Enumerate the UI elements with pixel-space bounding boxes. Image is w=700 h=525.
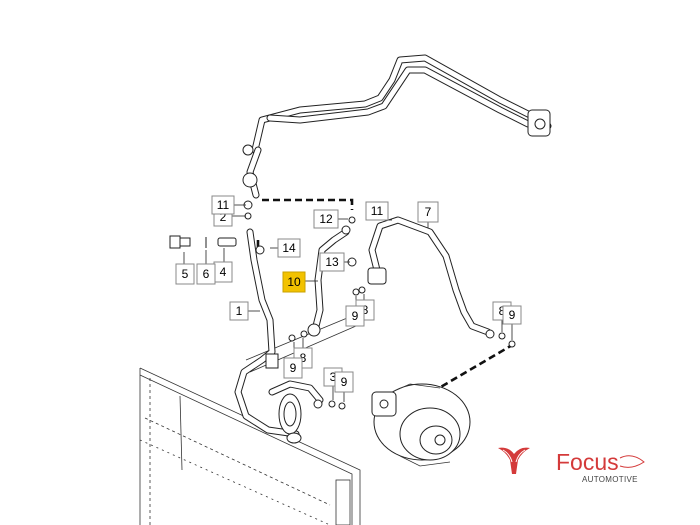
- callout-label: 4: [220, 265, 227, 279]
- callout-9d: 9: [334, 371, 354, 393]
- callout-label: 8: [300, 351, 307, 365]
- callout-label: 9: [341, 375, 348, 389]
- callout-9a: 9: [345, 305, 365, 327]
- callout-9b: 9: [283, 357, 303, 379]
- callout-7: 7: [417, 201, 439, 223]
- callout-10: 10: [282, 271, 306, 293]
- callout-label: 7: [425, 205, 432, 219]
- callout-label: 11: [217, 198, 230, 212]
- callout-label: 9: [352, 309, 359, 323]
- callout-1: 1: [229, 301, 249, 321]
- callout-9c: 9: [502, 305, 522, 325]
- callout-4: 4: [213, 261, 233, 283]
- lower-tube: [268, 380, 324, 444]
- callout-label: 9: [509, 308, 516, 322]
- callout-label: 10: [287, 275, 301, 289]
- upper-pipe: [242, 54, 552, 199]
- callout-13: 13: [319, 252, 345, 272]
- callout-14: 14: [277, 238, 301, 258]
- logo-mark-icon: [498, 447, 530, 474]
- callout-label: 12: [319, 212, 333, 226]
- callout-label: 11: [371, 204, 384, 218]
- fittings: [169, 200, 516, 410]
- hose-7: [367, 216, 495, 339]
- callout-12: 12: [313, 209, 339, 229]
- callout-label: 8: [362, 303, 369, 317]
- condenser: [139, 315, 361, 525]
- focus-automotive-logo: Focus AUTOMOTIVE: [498, 447, 645, 484]
- callout-11a: 11: [211, 195, 235, 215]
- callout-label: 3: [330, 370, 337, 384]
- callout-label: 14: [282, 241, 296, 255]
- hose-1: [234, 228, 300, 438]
- callout-11b: 11: [365, 201, 389, 221]
- callout-5: 5: [175, 263, 195, 285]
- callout-label: 2: [220, 210, 227, 224]
- callout-6: 6: [196, 263, 216, 285]
- callout-label: 6: [203, 267, 210, 281]
- logo-swoosh-icon: [619, 455, 645, 468]
- callout-label: 1: [236, 304, 243, 318]
- logo-brand-text: Focus: [556, 449, 619, 475]
- logo-subtitle: AUTOMOTIVE: [582, 475, 638, 484]
- callout-label: 13: [325, 255, 339, 269]
- callout-label: 9: [290, 361, 297, 375]
- compressor: [371, 383, 471, 467]
- callout-label: 5: [182, 267, 189, 281]
- callout-label: 8: [499, 304, 506, 318]
